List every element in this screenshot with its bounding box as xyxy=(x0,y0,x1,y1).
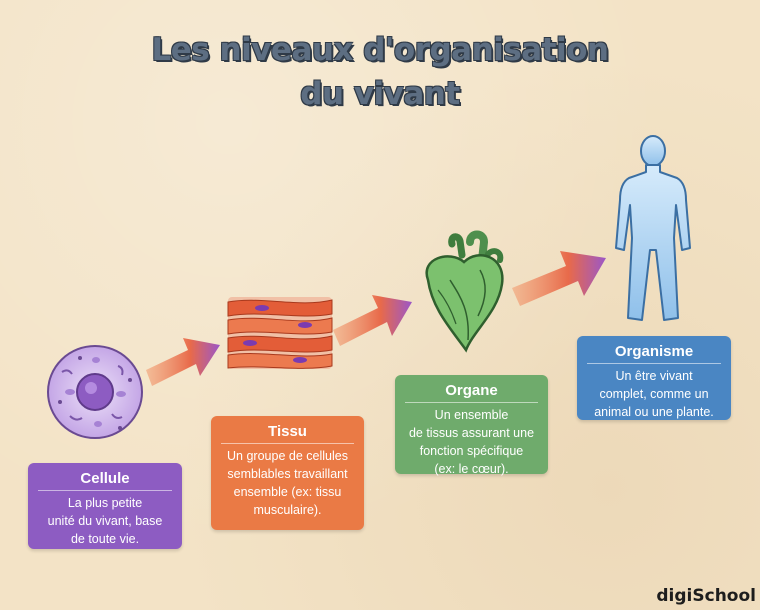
level-desc-tissu: Un groupe de cellules semblables travail… xyxy=(211,447,364,519)
level-title-cellule: Cellule xyxy=(38,470,172,491)
desc-line: animal ou une plante. xyxy=(594,405,714,419)
desc-line: semblables travaillant xyxy=(227,467,348,481)
level-card-organe: Organe Un ensemble de tissus assurant un… xyxy=(395,375,548,476)
level-title-organisme: Organisme xyxy=(587,343,721,364)
title-line-1: Les niveaux d'organisation xyxy=(151,32,609,68)
desc-line: de tissus assurant une xyxy=(408,426,535,440)
level-desc-organe: Un ensemble de tissus assurant une fonct… xyxy=(395,406,548,478)
level-desc-organisme: Un être vivant complet, comme un animal … xyxy=(577,367,731,421)
heart-icon xyxy=(425,230,504,353)
level-desc-cellule: La plus petite unité du vivant, base de … xyxy=(28,494,182,548)
level-title-organe: Organe xyxy=(405,382,538,403)
page-title: Les niveaux d'organisation du vivant xyxy=(0,28,760,116)
desc-line: musculaire). xyxy=(253,503,322,517)
level-card-organisme: Organisme Un être vivant complet, comme … xyxy=(577,336,731,420)
title-line-2: du vivant xyxy=(300,76,460,112)
level-card-tissu: Tissu Un groupe de cellules semblables t… xyxy=(211,416,364,530)
muscle-tissue-icon xyxy=(227,297,333,369)
desc-line: La plus petite xyxy=(67,496,143,510)
level-title-tissu: Tissu xyxy=(221,423,354,444)
arrow-cellule-to-tissu xyxy=(146,338,220,386)
desc-line: Un être vivant xyxy=(615,369,693,383)
desc-line: Un ensemble xyxy=(434,408,509,422)
arrow-organe-to-organisme xyxy=(512,251,606,306)
desc-line: de toute vie. xyxy=(70,532,140,546)
arrow-tissu-to-organe xyxy=(333,295,412,346)
brand-logo: digiSchool xyxy=(656,586,756,606)
desc-line: (ex: le cœur). xyxy=(434,462,509,476)
desc-line: ensemble (ex: tissu xyxy=(233,485,342,499)
human-body-icon xyxy=(615,135,691,321)
level-card-cellule: Cellule La plus petite unité du vivant, … xyxy=(28,463,182,549)
desc-line: fonction spécifique xyxy=(419,444,524,458)
desc-line: unité du vivant, base xyxy=(47,514,163,528)
cell-icon xyxy=(47,345,143,439)
desc-line: Un groupe de cellules xyxy=(227,449,348,463)
desc-line: complet, comme un xyxy=(599,387,709,401)
